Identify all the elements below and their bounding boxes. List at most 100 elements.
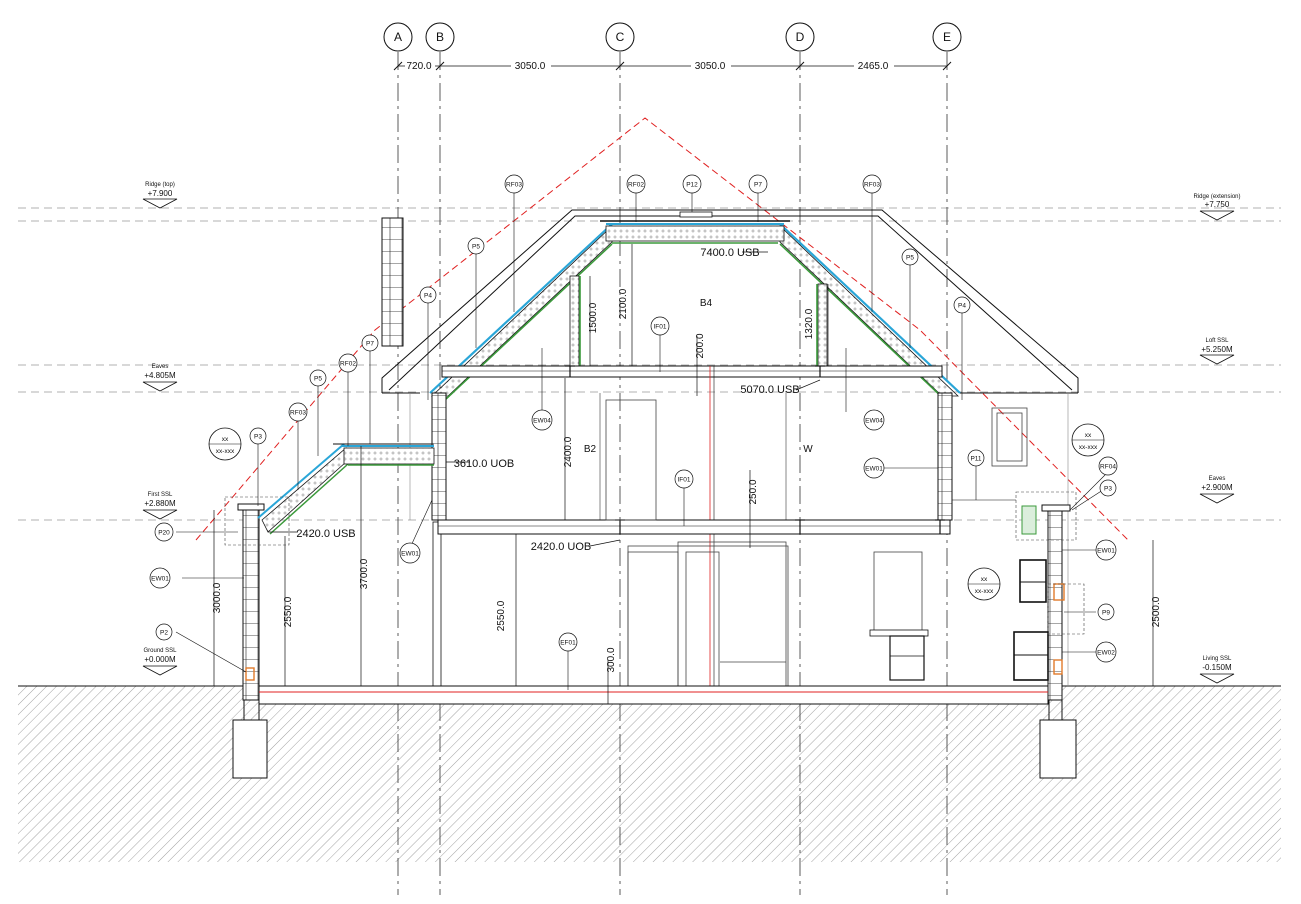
section-ref-top: xx — [222, 436, 229, 443]
dim-3700: 3700.0 — [359, 558, 370, 589]
tag-p2: P2 — [155, 623, 173, 641]
tag-label: P4 — [958, 303, 966, 310]
level-value: +2.880M — [144, 499, 176, 508]
tag-label: P5 — [906, 255, 914, 262]
grid-dimension-string: 720.0 3050.0 3050.0 2465.0 — [393, 60, 952, 72]
tag-label: EF01 — [560, 640, 576, 647]
grid-label-c: C — [616, 30, 625, 44]
tag-p20: P20 — [154, 522, 174, 542]
dim-a-b: 720.0 — [406, 61, 431, 72]
tag-label: P5 — [314, 376, 322, 383]
tag-if01-first: IF01 — [674, 469, 694, 489]
level-name: Eaves — [152, 364, 169, 370]
dim-b-c: 3050.0 — [515, 61, 546, 72]
level-lines — [18, 207, 1281, 521]
level-value: +4.805M — [144, 371, 176, 380]
tag-label: IF01 — [653, 324, 666, 331]
dimension-labels: 7400.0 USB 5070.0 USB 3610.0 UOB 2420.0 … — [212, 247, 1162, 673]
grid-label-a: A — [394, 30, 402, 44]
dim-2550a: 2550.0 — [283, 596, 294, 627]
tag-ef01: EF01 — [558, 632, 578, 652]
tag-ew01-far-right: EW01 — [1095, 539, 1117, 561]
room-label-b4: B4 — [700, 298, 713, 309]
tag-if01-loft: IF01 — [650, 316, 670, 336]
section-ref-top: xx — [981, 576, 988, 583]
level-value: +7.900 — [148, 189, 173, 198]
tag-label: IF01 — [677, 477, 690, 484]
section-ref-bottom: xx-xxx — [216, 448, 235, 455]
tag-leaders — [175, 192, 1109, 690]
tag-label: RF02 — [628, 182, 644, 189]
main-roof — [429, 211, 961, 400]
tag-p7-left: P7 — [361, 334, 379, 352]
tag-ew01-mid: EW01 — [399, 542, 421, 564]
section-ref-right-mid: xx xx-xxx — [967, 567, 1001, 601]
tag-label: P7 — [366, 341, 374, 348]
tag-label: EW04 — [865, 418, 883, 425]
level-ridge-extension: Ridge (extension) +7.750 — [1193, 194, 1241, 221]
tag-label: RF04 — [1100, 464, 1116, 471]
red-dashed-envelope — [195, 117, 1129, 541]
level-name: First SSL — [148, 492, 173, 498]
dim-3000: 3000.0 — [212, 582, 223, 613]
dim-2100: 2100.0 — [618, 288, 629, 319]
dim-1320: 1320.0 — [804, 308, 815, 339]
dim-300: 300.0 — [606, 647, 617, 672]
tag-label: P11 — [970, 456, 981, 463]
level-value: +7.750 — [1205, 200, 1230, 209]
dim-uob-ground: 2420.0 UOB — [531, 541, 592, 553]
level-name: Loft SSL — [1205, 338, 1229, 344]
dim-2500: 2500.0 — [1151, 596, 1162, 627]
dim-usb-first: 2420.0 USB — [296, 528, 355, 540]
tag-label: P9 — [1102, 610, 1110, 617]
tag-p7-top: P7 — [748, 174, 768, 194]
tag-ew01-right-upper: EW01 — [863, 457, 885, 479]
tag-p4-left: P4 — [419, 286, 437, 304]
level-value: +0.000M — [144, 655, 176, 664]
openings — [605, 399, 1028, 687]
level-name: Ground SSL — [143, 648, 177, 654]
section-ref-bottom: xx-xxx — [975, 588, 994, 595]
dimensions — [213, 244, 1154, 704]
dim-usb-loft: 5070.0 USB — [740, 384, 799, 396]
dim-usb-top: 7400.0 USB — [700, 247, 759, 259]
tag-label: P7 — [754, 182, 762, 189]
tag-label: P2 — [160, 630, 168, 637]
level-living-ssl: Living SSL -0.150M — [1199, 656, 1235, 684]
tag-ew04-right: EW04 — [863, 409, 885, 431]
dim-d-e: 2465.0 — [858, 61, 889, 72]
tag-label: EW01 — [865, 466, 883, 473]
ground-hatch — [18, 686, 1281, 862]
grid-lines — [397, 52, 948, 895]
level-name: Eaves — [1209, 476, 1226, 482]
tag-p5-left: P5 — [467, 237, 485, 255]
dim-2400: 2400.0 — [563, 436, 574, 467]
main-walls — [431, 392, 953, 687]
ground-section — [18, 685, 1281, 862]
dim-200: 200.0 — [695, 333, 706, 358]
tag-label: EW01 — [151, 576, 169, 583]
left-extension — [224, 443, 435, 779]
tag-rf03-right: RF03 — [862, 174, 882, 194]
level-name: Living SSL — [1203, 656, 1232, 662]
level-markers-right: Ridge (extension) +7.750 Loft SSL +5.250… — [1193, 194, 1241, 684]
section-ref-left: xx xx-xxx — [208, 427, 242, 461]
chimney — [381, 217, 404, 347]
tag-label: EW04 — [533, 418, 551, 425]
grid-label-b: B — [436, 30, 444, 44]
tag-p11: P11 — [967, 449, 985, 467]
tag-label: P4 — [424, 293, 432, 300]
tag-p12: P12 — [682, 174, 702, 194]
level-ridge-top: Ridge (top) +7.900 — [142, 182, 178, 209]
tag-label: RF02 — [340, 361, 356, 368]
grid-bubble-d: D — [785, 22, 815, 52]
grid-bubble-c: C — [605, 22, 635, 52]
dim-250: 250.0 — [748, 479, 759, 504]
tag-ew02: EW02 — [1095, 641, 1117, 663]
tag-label: RF03 — [290, 410, 306, 417]
tag-rf03-low: RF03 — [288, 402, 308, 422]
level-value: +2.900M — [1201, 483, 1233, 492]
tag-p9: P9 — [1097, 603, 1115, 621]
room-label-w: W — [803, 444, 813, 455]
